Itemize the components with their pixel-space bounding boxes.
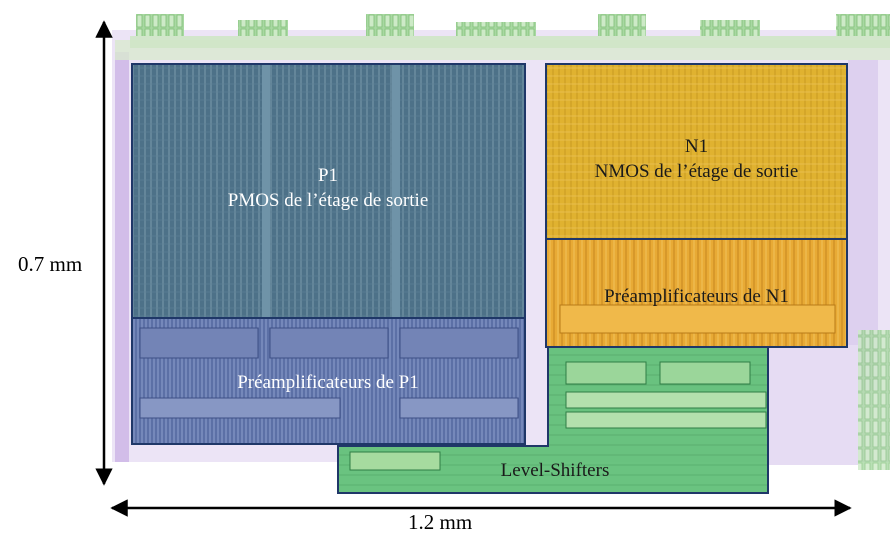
p1-title: P1	[317, 165, 339, 186]
right-pad-column	[858, 330, 890, 470]
p1-subtitle: PMOS de l’étage de sortie	[227, 190, 429, 211]
height-dimension-label: 0.7 mm	[18, 252, 83, 276]
right-lower-routing	[768, 345, 858, 465]
p1-preamp-label: Préamplificateurs de P1	[237, 372, 419, 393]
block-p1-preamplifiers	[131, 317, 526, 445]
block-n1-nmos	[545, 63, 848, 240]
top-pad-row	[130, 14, 890, 48]
n1-label: N1 NMOS de l’étage de sortie	[546, 134, 847, 184]
n1-subtitle: NMOS de l’étage de sortie	[594, 161, 799, 182]
n1-preamp-label: Préamplificateurs de N1	[604, 286, 789, 307]
level-shifters-label: Level-Shifters	[500, 460, 610, 481]
block-p1-pmos	[131, 63, 526, 319]
n1-title: N1	[684, 136, 709, 157]
left-guard-ring	[115, 52, 129, 462]
block-n1-preamplifiers	[545, 238, 848, 348]
width-dimension-label: 1.2 mm	[408, 510, 473, 534]
p1-label: P1 PMOS de l’étage de sortie	[178, 163, 478, 213]
block-level-shifters	[337, 346, 769, 494]
